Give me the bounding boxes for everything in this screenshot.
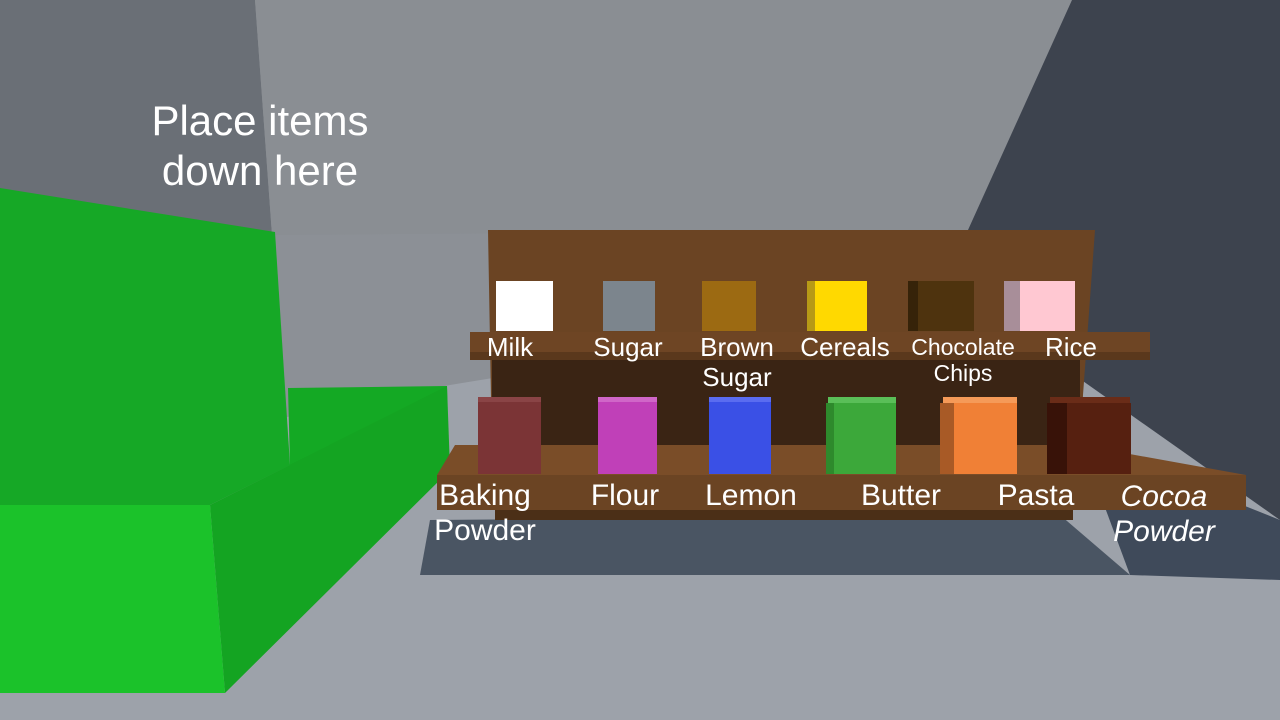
label-pasta: Pasta: [997, 479, 1075, 512]
bottom-shelf-base: [495, 510, 1073, 520]
bottom-shelf-front: [437, 475, 1246, 510]
item-pasta-box[interactable]: [954, 403, 1017, 474]
item-sugar-box[interactable]: [603, 281, 655, 331]
top-shelf-front: [470, 352, 1150, 360]
label-rice: Rice: [1044, 332, 1097, 362]
item-butter-side: [826, 403, 834, 474]
instruction-line-2: down here: [161, 147, 359, 195]
item-baking-powder-box[interactable]: [478, 402, 541, 474]
drop-zone-front: [0, 505, 225, 693]
item-rice-side: [1004, 281, 1020, 331]
item-brown-sugar-box[interactable]: [702, 281, 756, 331]
label-milk: Milk: [486, 332, 534, 362]
item-cereals-box[interactable]: [815, 281, 867, 331]
label-cocoa-powder: Cocoa Powder: [1113, 480, 1215, 548]
top-shelf-items: [496, 281, 1075, 331]
label-flour: Flour: [590, 479, 660, 512]
item-lemon-top: [709, 397, 771, 402]
item-flour-top: [598, 397, 657, 402]
item-butter-box[interactable]: [834, 403, 896, 474]
label-sugar: Sugar: [593, 332, 663, 362]
drop-zone-back: [0, 188, 290, 505]
item-cocoa-powder-top: [1050, 397, 1130, 403]
item-cereals-side: [807, 281, 815, 331]
item-cocoa-powder-box[interactable]: [1067, 403, 1131, 474]
item-pasta-side: [940, 403, 954, 474]
item-pasta-top: [943, 397, 1017, 403]
item-milk-box[interactable]: [496, 281, 553, 331]
item-flour-box[interactable]: [598, 402, 657, 474]
item-butter-top: [828, 397, 896, 403]
drop-zone[interactable]: [0, 188, 450, 693]
drop-zone-instruction: Place items down here: [120, 96, 400, 197]
label-butter: Butter: [860, 479, 942, 512]
label-brown-sugar: Brown Sugar: [700, 332, 774, 392]
instruction-line-1: Place items: [151, 97, 369, 144]
bottom-shelf-items: [478, 397, 1131, 474]
label-chocolate-chips: Chocolate Chips: [911, 334, 1015, 387]
item-cocoa-powder-side: [1047, 403, 1067, 474]
item-baking-powder-top: [478, 397, 541, 402]
label-lemon: Lemon: [705, 479, 797, 512]
item-lemon-box[interactable]: [709, 402, 771, 474]
label-baking-powder: Baking Powder: [434, 479, 536, 547]
left-wall: [0, 0, 272, 235]
drop-zone-front-right: [210, 386, 450, 693]
label-cereals: Cereals: [800, 332, 890, 362]
item-chocolate-chips-box[interactable]: [918, 281, 974, 331]
right-wall: [968, 0, 1280, 520]
shelf-shadow: [420, 515, 1130, 575]
back-wall: [255, 0, 1072, 235]
item-chocolate-chips-side: [908, 281, 918, 331]
item-rice-box[interactable]: [1020, 281, 1075, 331]
